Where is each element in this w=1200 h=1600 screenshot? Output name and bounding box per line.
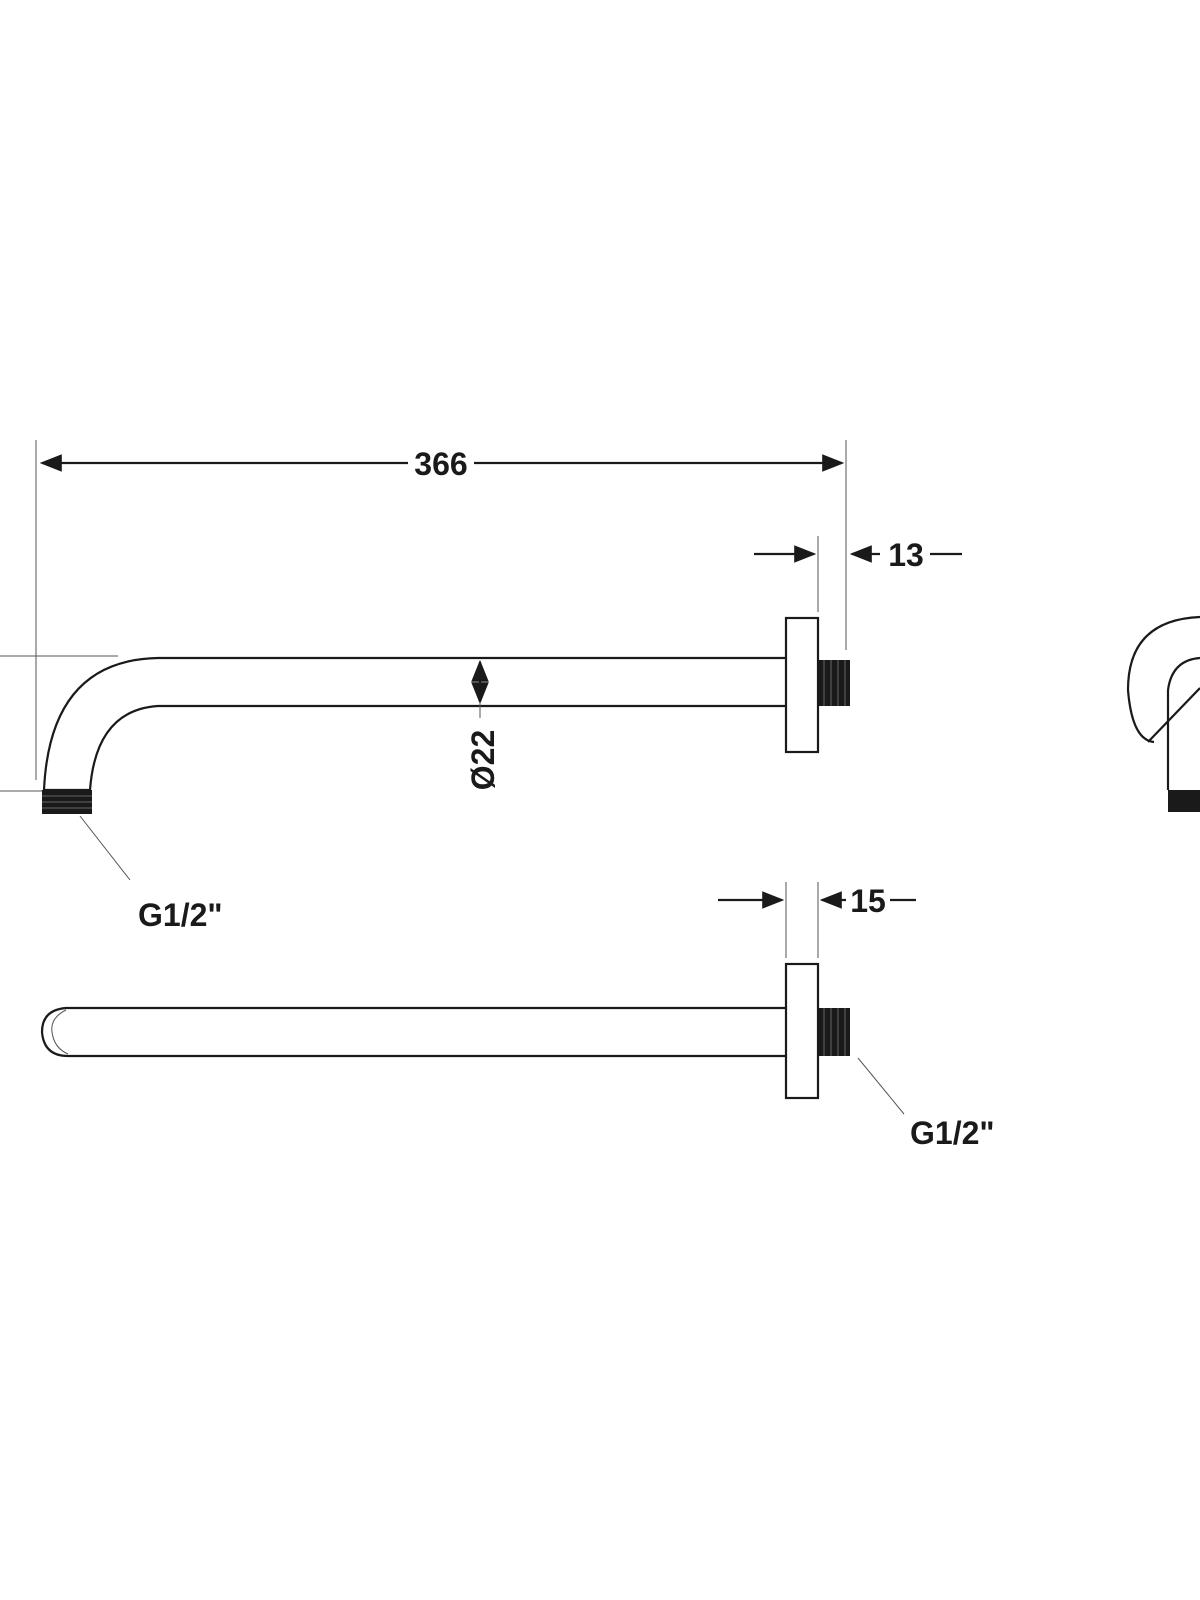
leader-line-top xyxy=(79,815,131,881)
thread-callout-bottom: G1/2" xyxy=(857,1057,995,1151)
wall-flange xyxy=(784,616,820,754)
leader-line-bottom xyxy=(857,1057,905,1115)
flange-circle-outer xyxy=(1126,615,1200,744)
thread-wall-side-bottom xyxy=(818,1008,850,1056)
shower-arm-side-view xyxy=(42,616,850,814)
tube-outline-bottom xyxy=(40,1006,786,1058)
diameter-dimension: Ø22 xyxy=(465,659,501,790)
radius-pointer xyxy=(1147,687,1200,743)
tube-inner-edge xyxy=(88,704,786,791)
overall-length-label: 366 xyxy=(414,446,467,482)
thread-label-top: G1/2" xyxy=(138,897,223,933)
tube-end-curve xyxy=(51,1009,69,1055)
diameter-label: Ø22 xyxy=(465,730,501,790)
overall-length-dimension: 366 xyxy=(35,440,847,780)
thread-callout-top: G1/2" xyxy=(79,815,223,933)
thread-wall-side-top xyxy=(818,660,850,706)
thread-label-bottom: G1/2" xyxy=(910,1115,995,1151)
tube-outer-edge xyxy=(42,656,786,791)
flange-circle-inner xyxy=(1166,656,1200,691)
flange-thickness-top-label: 13 xyxy=(888,537,924,573)
flange-thickness-dimension-top: 13 xyxy=(754,536,962,612)
flange-thickness-dimension-bottom: 15 xyxy=(718,882,916,958)
wall-flange-bottom xyxy=(784,962,820,1100)
flange-thickness-bottom-label: 15 xyxy=(850,883,886,919)
flange-end-view-partial xyxy=(1126,615,1200,812)
shower-arm-top-view xyxy=(40,962,850,1100)
thread-right-view xyxy=(1168,790,1200,812)
thread-end-bottom xyxy=(42,790,92,814)
